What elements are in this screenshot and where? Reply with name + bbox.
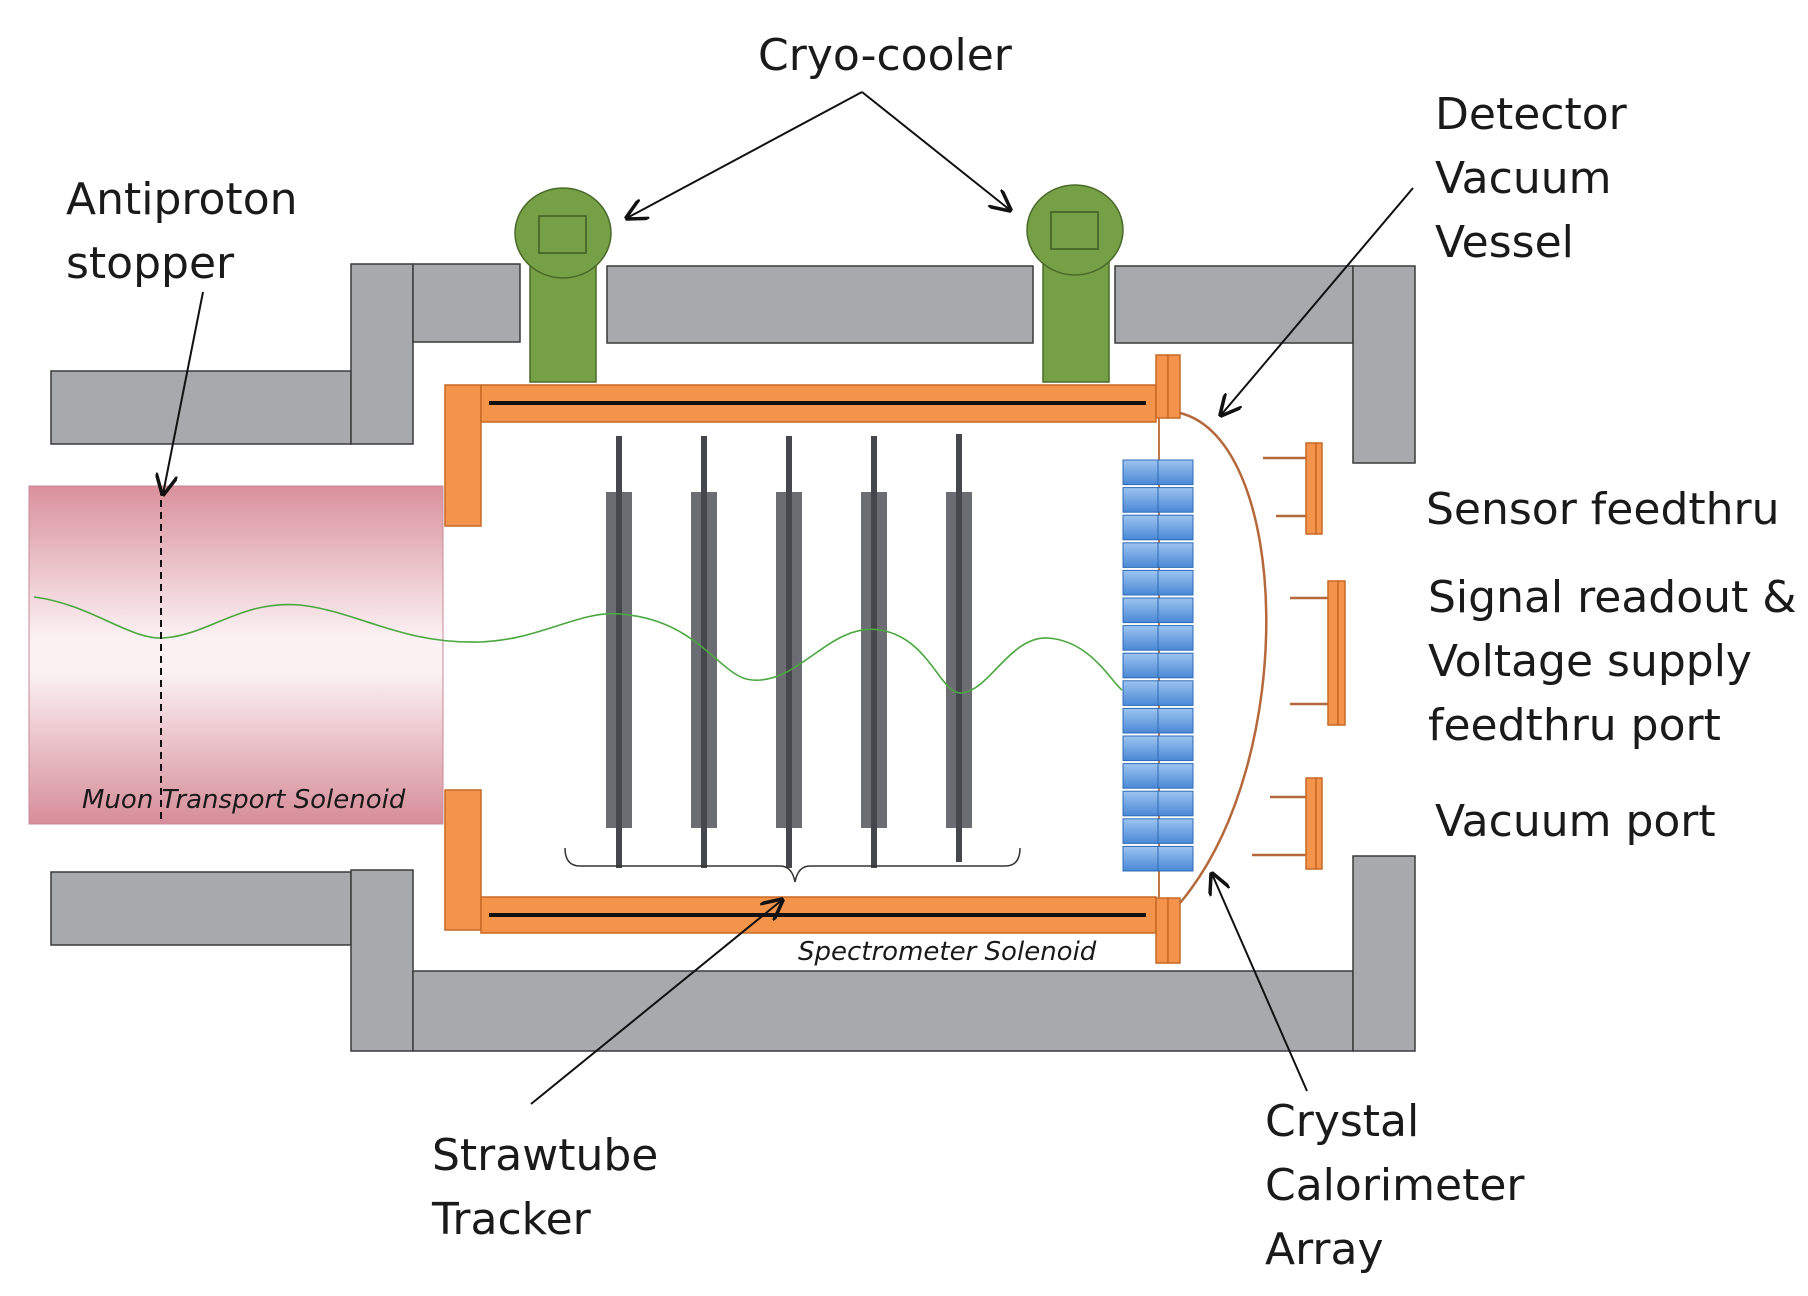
feedthru-ports bbox=[1252, 442, 1346, 870]
calorimeter-crystal bbox=[1157, 845, 1194, 872]
spectrometer-coils bbox=[444, 354, 1181, 964]
calorimeter-crystal bbox=[1157, 652, 1194, 679]
particle-track bbox=[33, 596, 1123, 694]
cryo-cooler-left bbox=[514, 187, 612, 383]
crystal-calorimeter-array bbox=[1122, 459, 1194, 872]
sensor-feedthru-port bbox=[1263, 442, 1323, 535]
arrow-cryo-left bbox=[627, 91, 863, 218]
yoke-lower-left-horizontal bbox=[50, 871, 352, 946]
calorimeter-crystal bbox=[1157, 818, 1194, 844]
label-vacuum-port: Vacuum port bbox=[1435, 796, 1716, 847]
signal-voltage-feedthru-port bbox=[1290, 580, 1346, 726]
vessel-flange-bottom-a bbox=[1155, 897, 1169, 964]
calorimeter-crystal bbox=[1122, 487, 1159, 513]
calorimeter-crystal bbox=[1157, 735, 1194, 762]
label-strawtube-line1: Strawtube bbox=[432, 1130, 658, 1181]
label-signal-line1: Signal readout & bbox=[1428, 572, 1797, 623]
arrow-strawtube bbox=[530, 900, 782, 1105]
label-vessel-line2: Vacuum bbox=[1435, 153, 1611, 204]
yoke-top-center-segment bbox=[606, 265, 1034, 344]
tracker-plane bbox=[861, 436, 887, 868]
label-calorimeter-line1: Crystal bbox=[1265, 1096, 1419, 1147]
label-sensor-feedthru: Sensor feedthru bbox=[1426, 484, 1779, 535]
calorimeter-crystal bbox=[1157, 487, 1194, 513]
yoke-top-left-segment bbox=[412, 263, 521, 343]
calorimeter-crystal bbox=[1157, 763, 1194, 789]
calorimeter-crystal bbox=[1122, 845, 1159, 872]
calorimeter-crystal bbox=[1122, 652, 1159, 679]
arrow-cryo-right bbox=[861, 91, 1010, 210]
calorimeter-crystal bbox=[1122, 680, 1159, 706]
yoke-top-right-segment bbox=[1114, 265, 1354, 344]
calorimeter-crystal bbox=[1157, 542, 1194, 568]
tracker-plane bbox=[776, 436, 802, 868]
yoke-bottom-segment bbox=[412, 970, 1354, 1052]
calorimeter-crystal bbox=[1157, 459, 1194, 486]
calorimeter-crystal bbox=[1157, 707, 1194, 734]
calorimeter-crystal bbox=[1157, 514, 1194, 541]
calorimeter-crystal bbox=[1122, 707, 1159, 734]
vacuum-port bbox=[1252, 777, 1323, 870]
label-muon-transport-solenoid: Muon Transport Solenoid bbox=[82, 785, 406, 815]
calorimeter-crystal bbox=[1122, 763, 1159, 789]
strawtube-tracker bbox=[606, 434, 972, 868]
label-antiproton-line2: stopper bbox=[66, 238, 235, 289]
calorimeter-crystal bbox=[1122, 459, 1159, 486]
calorimeter-crystal bbox=[1122, 542, 1159, 568]
label-calorimeter-line2: Calorimeter bbox=[1265, 1160, 1525, 1211]
calorimeter-crystal bbox=[1122, 818, 1159, 844]
vessel-flange-bottom-b bbox=[1167, 897, 1181, 964]
label-vessel-line3: Vessel bbox=[1435, 217, 1574, 268]
steel-shielding bbox=[50, 263, 1416, 1052]
yoke-right-upper-vertical bbox=[1352, 265, 1416, 464]
tracker-plane bbox=[946, 434, 972, 862]
label-signal-line3: feedthru port bbox=[1428, 700, 1721, 751]
calorimeter-crystal bbox=[1157, 625, 1194, 651]
vessel-flange-top-b bbox=[1167, 354, 1181, 419]
arrow-vacuum-vessel bbox=[1221, 187, 1414, 415]
calorimeter-crystal bbox=[1157, 597, 1194, 624]
tracker-plane bbox=[606, 436, 632, 868]
vessel-flange-top-a bbox=[1155, 354, 1169, 419]
cryo-cooler-right bbox=[1026, 184, 1124, 383]
calorimeter-crystal bbox=[1157, 790, 1194, 817]
vacuum-vessel-endcap bbox=[1179, 411, 1268, 904]
label-strawtube-line2: Tracker bbox=[431, 1194, 592, 1245]
calorimeter-crystal bbox=[1122, 790, 1159, 817]
label-spectrometer-solenoid: Spectrometer Solenoid bbox=[798, 937, 1097, 967]
tracker-plane bbox=[691, 436, 717, 868]
label-vessel-line1: Detector bbox=[1435, 89, 1628, 140]
label-signal-line2: Voltage supply bbox=[1428, 636, 1752, 687]
arrow-calorimeter bbox=[1212, 874, 1308, 1092]
annotation-arrows bbox=[163, 91, 1414, 1105]
label-calorimeter-line3: Array bbox=[1265, 1224, 1384, 1275]
calorimeter-crystal bbox=[1122, 569, 1159, 596]
calorimeter-crystal bbox=[1122, 625, 1159, 651]
arrow-antiproton bbox=[163, 291, 204, 494]
coil-end-flange-lower bbox=[444, 789, 482, 931]
label-antiproton-line1: Antiproton bbox=[66, 174, 298, 225]
calorimeter-crystal bbox=[1122, 514, 1159, 541]
calorimeter-crystal bbox=[1122, 597, 1159, 624]
yoke-lower-left-vertical bbox=[350, 869, 414, 1052]
calorimeter-crystal bbox=[1122, 735, 1159, 762]
coil-end-flange-upper bbox=[444, 384, 482, 527]
tracker-brace bbox=[564, 847, 1021, 883]
calorimeter-crystal bbox=[1157, 680, 1194, 706]
calorimeter-crystal bbox=[1157, 569, 1194, 596]
yoke-right-lower-vertical bbox=[1352, 855, 1416, 1052]
yoke-upper-left-horizontal bbox=[50, 370, 352, 445]
muon-transport-solenoid bbox=[28, 485, 444, 825]
label-cryo-cooler: Cryo-cooler bbox=[758, 30, 1013, 81]
yoke-upper-left-vertical bbox=[350, 263, 414, 445]
